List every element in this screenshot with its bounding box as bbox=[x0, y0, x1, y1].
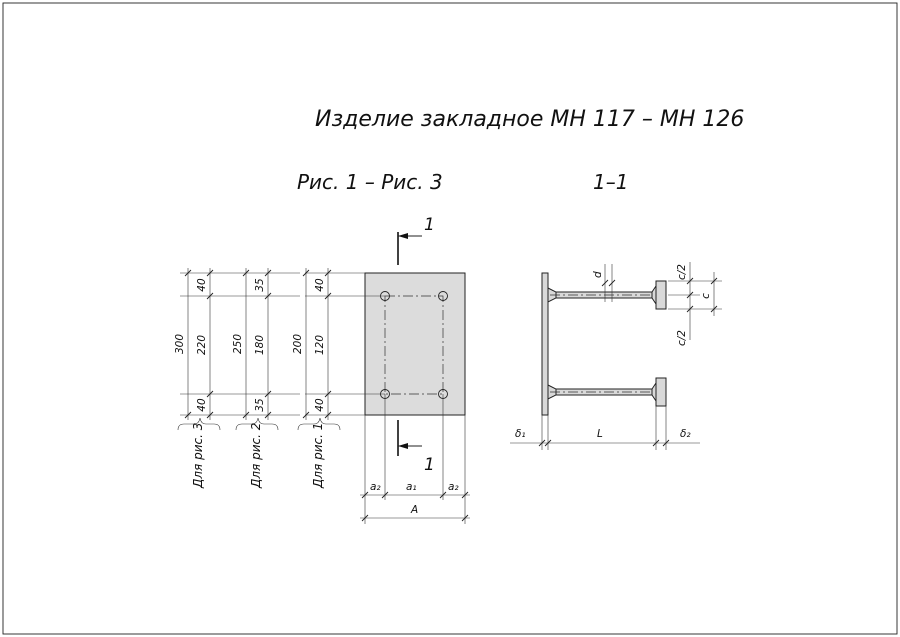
dim-A: A bbox=[410, 504, 418, 516]
figures-label: Рис. 1 – Рис. 3 bbox=[297, 170, 443, 194]
dim-bot-fig2: 35 bbox=[254, 398, 266, 412]
dims-fig2: 250 35 180 35 Для рис. 2 bbox=[232, 268, 300, 489]
dim-bot-fig3: 40 bbox=[196, 398, 208, 412]
section-mark-bottom: 1 bbox=[424, 455, 435, 475]
section-cut-bottom: 1 bbox=[397, 420, 435, 475]
dims-fig3: 300 40 220 40 Для рис. 3 bbox=[174, 268, 240, 489]
dim-a1: a₁ bbox=[406, 481, 417, 493]
note-fig1: Для рис. 1 bbox=[311, 423, 325, 489]
dim-bot-fig1: 40 bbox=[314, 398, 326, 412]
dim-L: L bbox=[597, 428, 603, 440]
section-view: d c/2 c c/2 δ₁ L δ₂ bbox=[510, 262, 722, 450]
end-plate-top bbox=[655, 280, 667, 310]
dim-a2-left: a₂ bbox=[370, 481, 381, 493]
base-plate bbox=[364, 272, 466, 416]
dim-mid-fig3: 220 bbox=[196, 335, 208, 355]
note-fig3: Для рис. 3 bbox=[191, 423, 205, 489]
dim-total-fig2: 250 bbox=[232, 334, 244, 354]
anchor-outline bbox=[384, 295, 444, 395]
dim-delta2: δ₂ bbox=[680, 428, 691, 440]
dim-top-fig3: 40 bbox=[196, 278, 208, 292]
dim-c-half-bottom: c/2 bbox=[676, 330, 688, 346]
note-fig2: Для рис. 2 bbox=[249, 423, 263, 489]
dims-bottom: a₂ a₁ a₂ A bbox=[360, 394, 470, 524]
dim-total-fig3: 300 bbox=[174, 334, 186, 354]
dims-fig1: 200 40 120 40 Для рис. 1 bbox=[292, 268, 341, 489]
dim-c-half-top: c/2 bbox=[676, 264, 688, 280]
left-plate bbox=[541, 272, 549, 416]
dim-top-fig2: 35 bbox=[254, 278, 266, 292]
dim-total-fig1: 200 bbox=[292, 334, 304, 354]
section-label: 1–1 bbox=[593, 170, 628, 194]
dim-mid-fig1: 120 bbox=[314, 335, 326, 355]
dim-d: d bbox=[592, 271, 604, 278]
section-cut-top: 1 bbox=[397, 215, 435, 265]
section-mark-top: 1 bbox=[424, 215, 435, 235]
end-plate-bottom bbox=[655, 377, 667, 407]
drawing-title: Изделие закладное МН 117 – МН 126 bbox=[315, 107, 744, 132]
dim-c: c bbox=[700, 293, 712, 299]
anchor-hole bbox=[438, 291, 448, 301]
dim-delta1: δ₁ bbox=[515, 428, 526, 440]
dim-a2-right: a₂ bbox=[448, 481, 459, 493]
plan-view: 1 1 300 40 220 bbox=[174, 215, 470, 524]
dim-top-fig1: 40 bbox=[314, 278, 326, 292]
dim-mid-fig2: 180 bbox=[254, 335, 266, 355]
